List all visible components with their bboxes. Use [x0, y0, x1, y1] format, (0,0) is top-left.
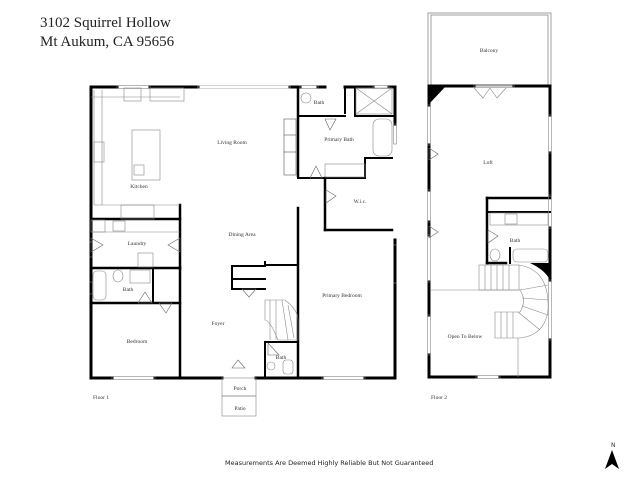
room-label-patio: Patio	[234, 406, 246, 412]
room-label-hall-bath: Bath	[122, 287, 134, 293]
floor-2-label: Floor 2	[431, 395, 448, 401]
room-label-loft: Loft	[483, 160, 493, 166]
floor2-corner-fill	[429, 86, 446, 104]
floor-1-label: Floor 1	[93, 395, 110, 401]
room-label-bedroom: Bedroom	[126, 339, 148, 345]
room-label-dining-area: Dining Area	[228, 232, 256, 238]
address-title: 3102 Squirrel Hollow Mt Aukum, CA 95656	[40, 14, 174, 52]
floor2-doors	[428, 147, 499, 244]
floor1-doors	[90, 118, 337, 369]
north-label: N	[611, 442, 616, 449]
room-label-kitchen: Kitchen	[130, 184, 148, 190]
room-label-laundry: Laundry	[127, 241, 147, 247]
room-label-balcony: Balcony	[479, 48, 499, 54]
room-label-primary-bath: Primary Bath	[324, 137, 354, 143]
floor2-fixtures	[427, 84, 552, 379]
room-label-foyer: Foyer	[211, 321, 225, 327]
address-line-1: 3102 Squirrel Hollow	[40, 15, 171, 31]
floor1-walls	[89, 85, 397, 380]
north-arrow-icon: N	[600, 442, 622, 472]
address-line-2: Mt Aukum, CA 95656	[40, 34, 175, 50]
room-label-wic: W.i.c.	[353, 199, 367, 205]
floor2-balcony	[427, 12, 552, 87]
room-label-primary-bedroom: Primary Bedroom	[322, 293, 362, 299]
room-label-open-to-below: Open To Below	[447, 334, 483, 340]
measurement-disclaimer: Measurements Are Deemed Highly Reliable …	[225, 459, 434, 467]
room-label-porch: Porch	[233, 386, 247, 392]
floor1-fixtures	[89, 85, 397, 417]
room-label-floor2-bath: Bath	[509, 238, 521, 244]
room-label-foyer-bath: Bath	[275, 355, 287, 361]
floor2-stair-fill	[530, 263, 550, 280]
room-label-living-room: Living Room	[217, 140, 247, 146]
room-label-primary-wc-bath: Bath	[313, 100, 325, 106]
